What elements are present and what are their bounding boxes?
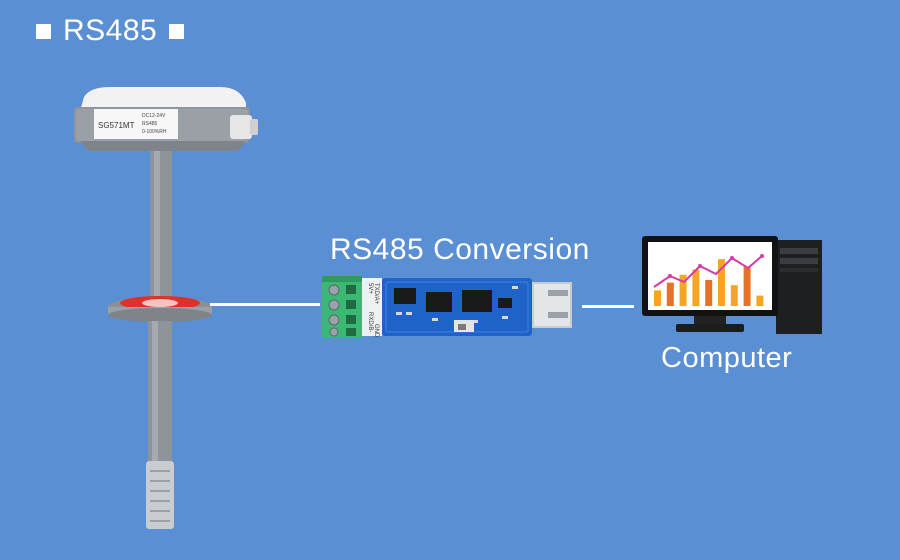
connector-line-sensor-to-converter bbox=[210, 303, 320, 306]
screen-bar bbox=[705, 280, 713, 306]
sensor-device: SG571MT DC12-24V RS485 0-100%RH bbox=[74, 87, 258, 529]
screen-bar bbox=[692, 269, 700, 306]
sensor-spec-line-3: 0-100%RH bbox=[142, 129, 167, 135]
converter-label: RS485 Conversion bbox=[330, 233, 590, 266]
screen-bar bbox=[756, 295, 764, 306]
screen-bar bbox=[666, 282, 674, 306]
computer-screen-chart bbox=[654, 259, 764, 306]
usb-rs485-converter: 5V+ TXD/A+ RXD/B- GND bbox=[322, 276, 572, 338]
terminal-label-gnd: GND bbox=[373, 324, 379, 338]
sensor-spec-line-1: DC12-24V bbox=[142, 113, 166, 119]
screen-bar bbox=[718, 259, 725, 306]
screen-bar bbox=[730, 285, 738, 306]
screen-bar bbox=[679, 274, 687, 306]
terminal-label-txd: TXD/A+ bbox=[373, 283, 379, 305]
computer-label: Computer bbox=[661, 342, 793, 374]
sensor-model: SG571MT bbox=[98, 121, 135, 130]
page-header: RS485 bbox=[36, 14, 185, 48]
computer-illustration bbox=[642, 236, 822, 334]
square-bullet-left bbox=[36, 23, 51, 39]
screen-bar bbox=[743, 267, 751, 306]
terminal-label-5v: 5V+ bbox=[367, 283, 373, 294]
terminal-label-rxd: RXD/B- bbox=[367, 312, 373, 332]
sensor-spec-line-2: RS485 bbox=[142, 121, 158, 127]
connector-line-converter-to-computer bbox=[582, 305, 634, 308]
page-title: RS485 bbox=[63, 14, 158, 47]
square-bullet-right bbox=[169, 23, 185, 39]
screen-bar bbox=[654, 290, 661, 306]
